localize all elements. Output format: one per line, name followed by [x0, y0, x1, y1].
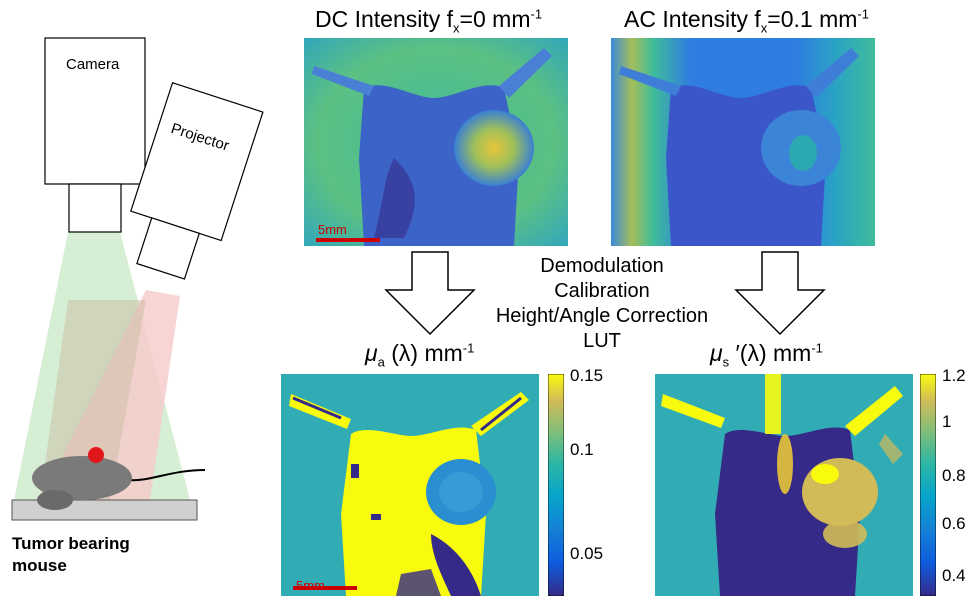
mua-colorbar: [548, 374, 564, 596]
processing-steps: Demodulation Calibration Height/Angle Co…: [482, 254, 722, 354]
dc-intensity-image: [304, 38, 568, 246]
mua-suffix: (λ) mm: [384, 340, 463, 366]
mus-colorbar: [920, 374, 936, 596]
dc-scale-bar: [316, 238, 380, 242]
mua-tick-2: 0.05: [570, 544, 604, 563]
imaging-setup-diagram: [11, 37, 264, 521]
step-demodulation: Demodulation: [540, 255, 664, 277]
overlap-region: [40, 300, 146, 500]
mus-suffix: ′(λ) mm: [729, 340, 812, 366]
step-height-angle-correction: Height/Angle Correction: [495, 305, 709, 327]
mus-tick-0: 1.2: [942, 366, 966, 385]
step-calibration: Calibration: [554, 280, 650, 302]
projector: [130, 81, 264, 280]
caption-line-2: mouse: [12, 556, 67, 575]
left-down-arrow: [384, 251, 476, 336]
mouse-body: [32, 456, 132, 500]
mua-map: [281, 374, 539, 596]
dc-title-sup: -1: [530, 6, 543, 22]
mua-scale-bar: [293, 586, 357, 590]
mus-tick-4: 0.4: [942, 566, 966, 585]
mua-symbol: μ: [365, 340, 378, 366]
mouse-head: [37, 490, 73, 510]
ac-title-sup: -1: [857, 6, 869, 22]
mus-tick-3: 0.6: [942, 514, 966, 533]
camera-lens: [68, 183, 122, 233]
mus-sub: s: [722, 354, 730, 370]
mus-sup: -1: [811, 340, 823, 356]
mua-tick-0: 0.15: [570, 366, 604, 385]
right-forelimb: [499, 48, 552, 98]
projector-lens: [136, 217, 201, 280]
dc-intensity-title: DC Intensity fx=0 mm-1: [315, 6, 542, 36]
projector-beam: [40, 290, 180, 500]
mua-sup: -1: [462, 340, 475, 356]
mua-scale-label: 5mm: [296, 578, 325, 593]
dc-title-suffix: =0 mm: [459, 6, 531, 32]
tumor-marker: [88, 447, 104, 463]
mus-symbol: μ: [710, 340, 723, 366]
step-lut: LUT: [583, 330, 621, 352]
right-forelimb-ac: [806, 48, 859, 98]
left-forelimb: [312, 66, 374, 96]
mus-map: [655, 374, 913, 596]
ac-intensity-title: AC Intensity fx=0.1 mm-1: [624, 6, 869, 36]
camera-body: [44, 37, 146, 185]
tumor-region: [454, 110, 534, 186]
ac-title-sub: x: [760, 20, 768, 36]
mouse-tail: [127, 469, 206, 482]
setup-caption: Tumor bearing mouse: [12, 533, 130, 577]
dc-title-sub: x: [453, 20, 460, 36]
right-down-arrow: [734, 251, 826, 336]
ac-intensity-image: [611, 38, 875, 246]
projector-body: [130, 81, 264, 242]
mus-tick-2: 0.8: [942, 466, 966, 485]
mua-tick-1: 0.1: [570, 440, 594, 459]
camera-label: Camera: [66, 56, 120, 73]
dc-title-text: DC Intensity f: [315, 6, 454, 32]
left-forelimb-ac: [619, 66, 681, 96]
caption-line-1: Tumor bearing: [12, 534, 130, 553]
mus-tick-1: 1: [942, 412, 952, 431]
mua-title: μa (λ) mm-1: [365, 340, 474, 370]
mus-title: μs ′(λ) mm-1: [710, 340, 823, 370]
mus-tumor: [802, 458, 878, 526]
ac-title-text: AC Intensity f: [624, 6, 761, 32]
ac-title-suffix: =0.1 mm: [767, 6, 858, 32]
dc-scale-label: 5mm: [318, 222, 347, 237]
mua-sub: a: [377, 354, 385, 370]
